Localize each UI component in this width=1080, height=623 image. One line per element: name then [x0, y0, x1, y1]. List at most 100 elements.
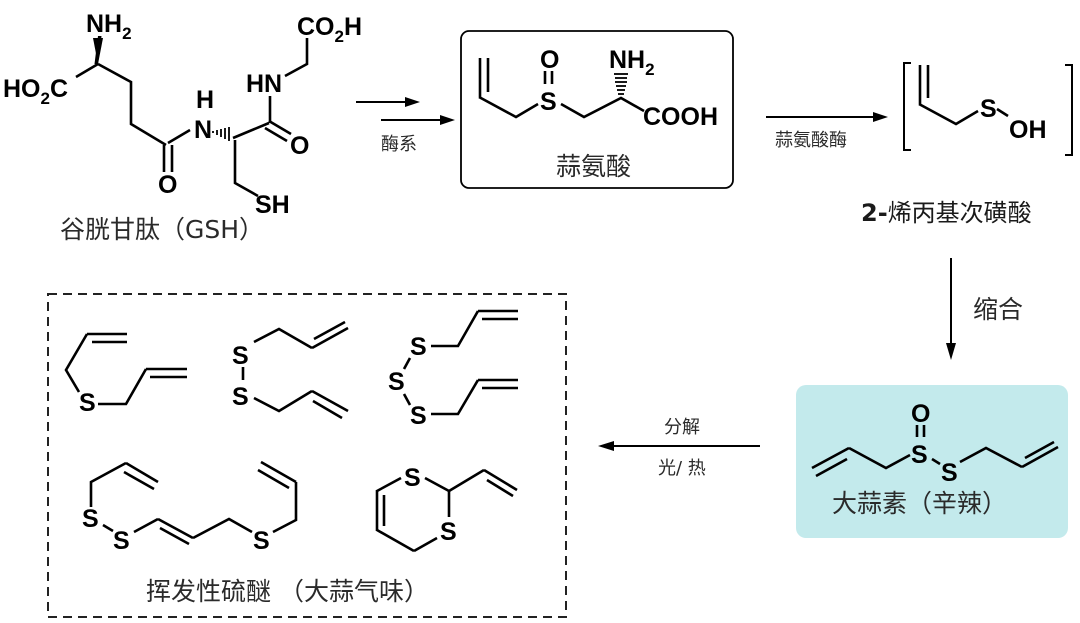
allicin-db-right-2	[1024, 440, 1055, 460]
dithiin-c4-s3	[413, 536, 438, 553]
ajoene-db-right-2	[257, 468, 290, 490]
gsh-bond	[284, 38, 309, 78]
ajoene-atom-s1: S	[82, 505, 99, 533]
gsh-atom-sh: SH	[255, 191, 290, 219]
ajoene-chain-right	[272, 482, 298, 534]
ajoene-db-left-2	[123, 470, 155, 491]
dadisulf-chain-top	[253, 327, 313, 350]
dithiin-c2-s1	[424, 476, 450, 493]
allicin-atom-s2: S	[941, 459, 958, 487]
gsh-atom-amide-o2: O	[290, 132, 309, 160]
left-bracket	[903, 62, 911, 151]
volatile-sulfides-label: 挥发性硫醚 （大蒜气味）	[146, 577, 429, 606]
gsh-amide-co2-2	[264, 126, 288, 143]
gsh-wedge-bond-fill	[93, 38, 103, 64]
alliin-hashed-bond	[614, 73, 628, 95]
volatile-sulfides-box	[47, 293, 567, 618]
right-bracket	[1065, 64, 1073, 156]
arrow-head-icon	[946, 343, 956, 360]
ajoene: S S S	[82, 460, 298, 555]
dithiin-atom-s1: S	[404, 464, 421, 492]
gsh-bond	[75, 62, 99, 79]
sulfenic-s-oh-bond	[996, 107, 1009, 118]
gsh-bond	[233, 140, 259, 198]
dadisulf-db-bottom-1	[311, 389, 349, 413]
gsh-atom-ho2c: HO2C	[3, 75, 68, 108]
allicin-db-left-2	[815, 457, 848, 478]
datrisulf-ss-2	[402, 393, 412, 406]
dithiin-c2-vinyl	[448, 468, 485, 493]
enzyme-system-arrows	[356, 97, 455, 125]
arrow-head-icon	[598, 441, 614, 451]
dasulf-chain	[98, 368, 148, 406]
diallyl-sulfide: S	[64, 332, 187, 417]
dithiin-atom-s3: S	[440, 518, 457, 546]
gsh-amide-co2-1	[268, 119, 292, 136]
ajoene-s-c	[133, 517, 159, 534]
gsh-atom-amide-o1: O	[158, 171, 177, 199]
dadisulf-atom-s1: S	[232, 342, 249, 370]
dadisulf-atom-s2: S	[232, 383, 249, 411]
alliin-label: 蒜氨酸	[556, 152, 631, 181]
decomposition-label-top: 分解	[664, 417, 700, 438]
dadisulf-db-top-2	[313, 320, 346, 341]
allicin-db-right-1	[1021, 445, 1059, 469]
alliinase-arrow	[766, 112, 888, 122]
gsh-hashed-bond	[212, 127, 230, 141]
arrow-head-icon	[405, 97, 420, 107]
allicin-db-left-1	[811, 446, 850, 470]
sulfenic-acid-label: 2-烯丙基次磺酸	[861, 199, 1032, 227]
ajoene-db-mid-2	[159, 526, 190, 546]
allicin-atom-o: O	[911, 400, 930, 428]
ajoene-db-right-1	[260, 460, 297, 484]
enzyme-system-label: 酶系	[381, 134, 417, 155]
datrisulf-atom-s2: S	[388, 368, 405, 396]
ajoene-db-left-1	[125, 461, 159, 484]
dithiin-c5-c4	[376, 528, 415, 553]
diallyl-trisulfide: S S S	[388, 309, 518, 430]
allicin-label: 大蒜素（辛辣）	[832, 489, 1007, 518]
ajoene-chain-mid	[192, 517, 253, 540]
gsh-chain	[97, 62, 167, 147]
gsh-atom-nh-h: H	[196, 86, 214, 114]
ajoene-db-mid-1	[157, 517, 194, 540]
alliin-atom-nh2: NH2	[609, 46, 655, 79]
condensation-label: 缩合	[973, 295, 1023, 324]
sulfenic-chain	[918, 102, 979, 126]
allicin-box	[796, 385, 1068, 538]
allicin-ss-bond	[931, 457, 941, 466]
condensation-arrow	[946, 258, 956, 360]
dithiin-vinyl-db-2	[486, 478, 514, 498]
datrisulf-chain-top	[431, 310, 480, 348]
dasulf-atom-s: S	[79, 389, 96, 417]
allicin-atom-s1: S	[911, 441, 928, 469]
datrisulf-atom-s1: S	[410, 333, 427, 361]
ajoene-atom-s3: S	[253, 527, 270, 555]
vinyl-dithiin: S S	[375, 464, 518, 553]
sulfenic-acid-structure: S OH	[903, 62, 1073, 156]
allicin-chain-right	[959, 446, 1023, 469]
gsh-label: 谷胱甘肽（GSH）	[60, 215, 264, 244]
allicin-structure: O S S	[811, 400, 1059, 487]
alliin-chain	[478, 95, 539, 119]
alliin-chain	[560, 96, 645, 119]
dithiin-vinyl-db-1	[483, 468, 518, 492]
dithiin-s1-c6	[376, 476, 402, 493]
gsh-structure: NH2 HO2C O H N HN CO2H O SH	[3, 10, 362, 219]
decomposition-arrow	[598, 441, 760, 451]
decomposition-label-bottom: 光/ 热	[658, 458, 706, 479]
arrow-head-icon	[873, 112, 888, 122]
dadisulf-db-top-1	[311, 326, 349, 350]
alliin-box	[460, 30, 734, 189]
alliin-atom-s: S	[540, 88, 557, 116]
gsh-bond	[167, 128, 191, 145]
sulfenic-atom-s: S	[980, 95, 997, 123]
alliin-structure: O S NH2 COOH	[478, 46, 718, 131]
gsh-atom-nh-n: N	[194, 116, 212, 144]
arrow-head-icon	[440, 115, 455, 125]
datrisulf-ss-1	[402, 357, 412, 370]
ajoene-chain-left	[89, 461, 127, 507]
ajoene-atom-s2: S	[113, 527, 130, 555]
dadisulf-db-bottom-2	[312, 399, 343, 420]
